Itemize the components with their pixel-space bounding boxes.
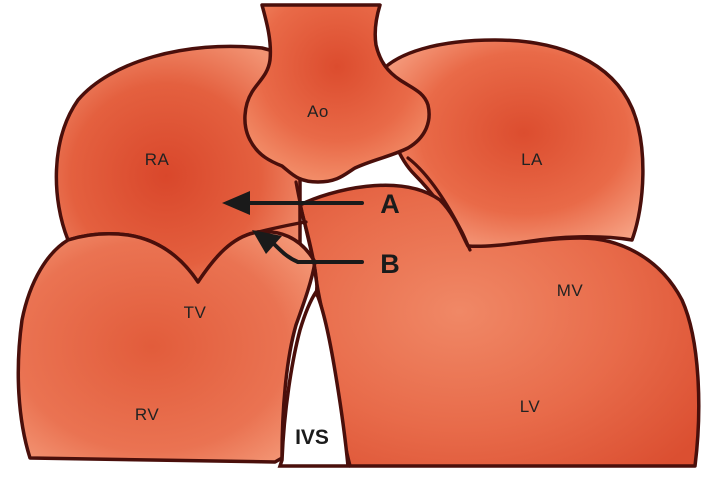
arrow-b-label: B <box>380 249 400 279</box>
right-ventricle-shape <box>18 232 315 462</box>
ao-label: Ao <box>307 102 329 121</box>
mv-label: MV <box>557 281 584 300</box>
la-label: LA <box>521 150 543 169</box>
lv-label: LV <box>520 397 541 416</box>
ivs-label: IVS <box>295 426 329 449</box>
ra-label: RA <box>145 150 170 169</box>
arrow-a-label: A <box>380 189 400 219</box>
tv-label: TV <box>184 303 207 322</box>
rv-label: RV <box>135 405 159 424</box>
